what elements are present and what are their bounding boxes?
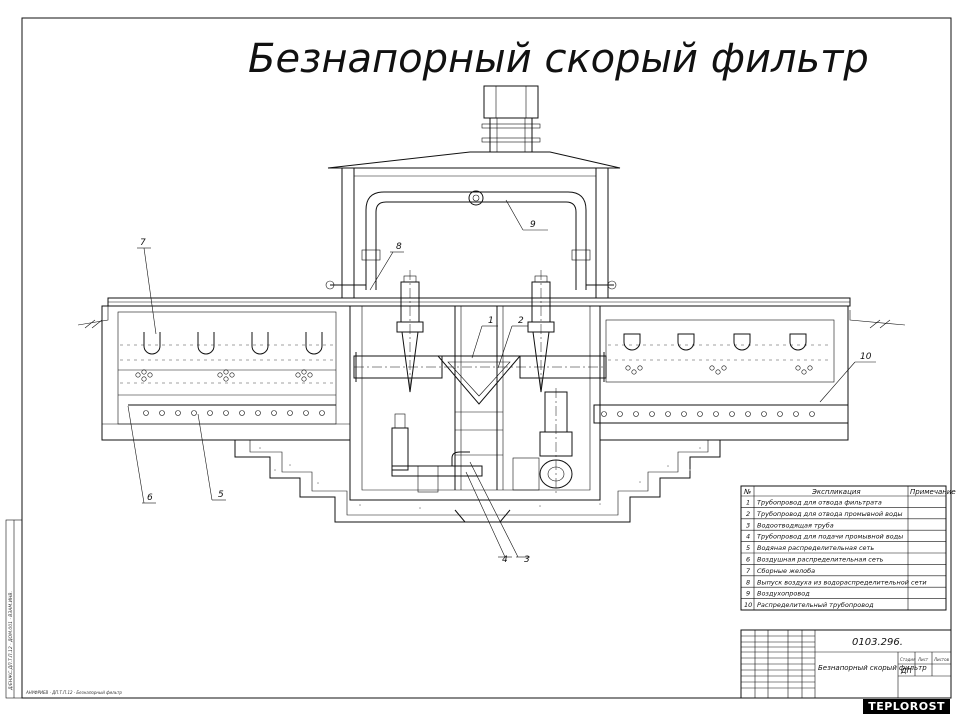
explication-row-name: Сборные желоба xyxy=(757,567,815,575)
central-frame xyxy=(454,306,504,490)
air-distribution-right xyxy=(625,365,813,375)
callout-5: 5 xyxy=(218,490,224,500)
left-filter-tank xyxy=(101,305,351,441)
callout-2: 2 xyxy=(518,316,524,326)
explication-row-name: Воздушная распределительная сеть xyxy=(757,556,884,564)
lower-equipment xyxy=(391,388,573,495)
air-distribution-left xyxy=(135,369,313,382)
explication-row-name: Трубопровод для отвода промывной воды xyxy=(757,510,903,518)
explication-header-num: № xyxy=(743,488,751,496)
callout-10: 10 xyxy=(860,352,872,362)
explication-header-name: Экспликация xyxy=(811,488,861,496)
explication-row-name: Трубопровод для подачи промывной воды xyxy=(757,533,903,541)
explication-table: № Экспликация Примечание 1 Трубопровод д… xyxy=(740,485,956,611)
explication-row-name: Водяная распределительная сеть xyxy=(757,544,874,552)
svg-text:АНУФРИЕВ · ДП.Т.П.12 · Безнапо: АНУФРИЕВ · ДП.Т.П.12 · Безнапорный фильт… xyxy=(25,690,122,695)
ground-line xyxy=(77,305,906,329)
explication-row-name: Выпуск воздуха из водораспределительной … xyxy=(757,578,927,586)
explication-row-num: 9 xyxy=(746,590,750,598)
explication-row-num: 4 xyxy=(746,533,750,541)
ventilation-shaft xyxy=(481,85,541,153)
water-distribution-left xyxy=(128,404,336,416)
svg-text:Д/ЕНЖС.ДП.Т.П.12 · ДОМ.001 · В: Д/ЕНЖС.ДП.Т.П.12 · ДОМ.001 · ВЗАМ.ИНВ. xyxy=(8,591,14,691)
collecting-troughs-left xyxy=(143,332,323,355)
valve-right xyxy=(527,270,555,393)
explication-row-num: 8 xyxy=(746,578,750,586)
explication-row-num: 6 xyxy=(746,556,750,564)
right-filter-tank xyxy=(593,305,849,441)
title-block: 0103.296. Безнапорный скорый фильтр Стад… xyxy=(740,629,952,699)
explication-row-num: 1 xyxy=(746,499,750,507)
callout-4: 4 xyxy=(502,555,508,565)
explication-row-name: Водоотводящая труба xyxy=(757,521,834,529)
sheet-header: Лист xyxy=(917,657,929,662)
explication-row-name: Трубопровод для отвода фильтрата xyxy=(757,499,882,507)
drawing-name: Безнапорный скорый фильтр xyxy=(818,664,927,672)
explication-row-num: 3 xyxy=(746,521,750,529)
distribution-pipe-right xyxy=(601,411,815,417)
explication-row-num: 10 xyxy=(744,601,752,609)
pipe-gallery xyxy=(349,306,601,501)
sheets-header: Листов xyxy=(933,657,950,662)
callout-9: 9 xyxy=(530,220,536,230)
collecting-troughs-right xyxy=(623,333,807,351)
explication-row-num: 5 xyxy=(746,544,750,552)
explication-row-num: 2 xyxy=(746,510,750,518)
drawing-frame xyxy=(21,17,952,699)
foundation xyxy=(234,439,848,523)
explication-row-name: Воздухопровод xyxy=(757,590,810,598)
leader-lines xyxy=(127,199,876,558)
main-pipes xyxy=(353,352,607,405)
drawing-code: 0103.296. xyxy=(852,637,903,648)
callout-1: 1 xyxy=(488,316,494,326)
drawing-title: Безнапорный скорый фильтр xyxy=(248,36,869,82)
callout-3: 3 xyxy=(524,555,530,565)
callout-7: 7 xyxy=(140,238,146,248)
air-pipeline xyxy=(325,190,617,290)
valve-left xyxy=(396,270,424,393)
brand-watermark: TEPLOROST xyxy=(863,699,950,714)
pavilion xyxy=(327,151,621,299)
explication-row-num: 7 xyxy=(746,567,751,575)
callout-6: 6 xyxy=(147,493,153,503)
floor-slab xyxy=(107,297,851,307)
explication-row-name: Распределительный трубопровод xyxy=(757,601,874,609)
explication-header-note: Примечание xyxy=(910,488,956,496)
stage-value: ДП xyxy=(900,667,912,675)
stage-header: Стадия xyxy=(900,657,916,662)
callout-8: 8 xyxy=(396,242,402,252)
